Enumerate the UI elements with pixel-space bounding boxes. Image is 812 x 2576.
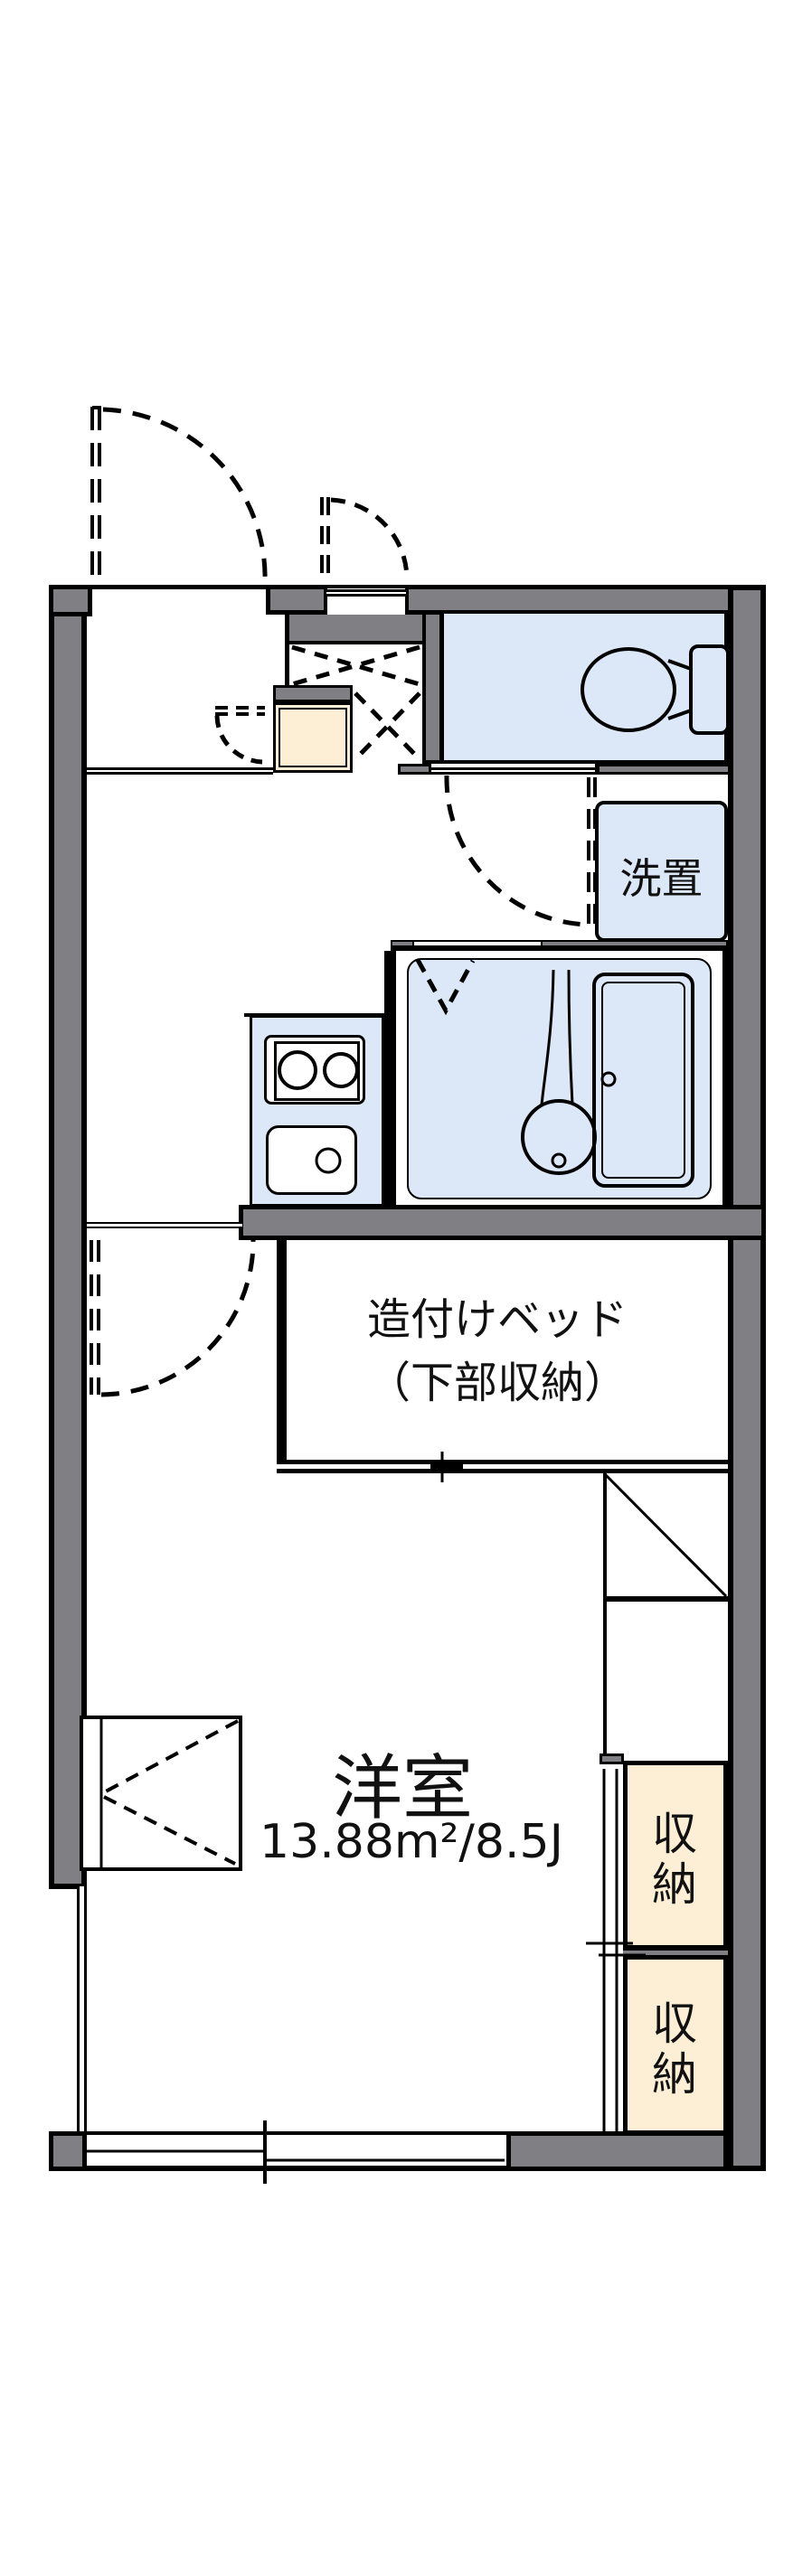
storage-upper	[623, 1761, 728, 1950]
bed-label-line2: （下部収納）	[366, 1358, 628, 1408]
wall-kitchen-bath	[384, 951, 391, 1208]
laundry-space	[595, 801, 728, 942]
wall-storage-stub	[600, 1753, 624, 1764]
refrigerator-space-divider	[603, 1596, 728, 1602]
storage-upper-label: 収納	[645, 1810, 697, 1911]
kitchen-sink	[266, 1125, 357, 1195]
hall-divider-line	[87, 1222, 242, 1228]
entry-recess-door-swing-icon	[320, 497, 410, 579]
wall-entry-chunk	[285, 615, 427, 644]
entry-door-swing-icon	[90, 406, 268, 583]
bottom-window	[87, 2131, 506, 2171]
wall-bottom	[506, 2131, 728, 2171]
wall-toilet-bottom	[595, 764, 728, 775]
refrigerator-diagonal-icon	[604, 1473, 728, 1598]
toilet-room	[440, 610, 728, 764]
wall-washroom-stub	[398, 764, 431, 775]
bed-west-wall	[277, 1236, 287, 1473]
wall-shoebox-top	[273, 685, 353, 702]
toilet-tank	[689, 644, 730, 735]
left-window	[77, 1886, 87, 2136]
built-in-desk	[80, 1716, 242, 1871]
genkan-step-line	[87, 767, 273, 775]
bed-label-line1: 造付けベッド	[366, 1294, 628, 1345]
bathtub-inner-line	[601, 982, 685, 1179]
wall-left	[49, 585, 87, 1889]
bathtub	[592, 973, 694, 1188]
washroom-door-swing-icon	[444, 775, 597, 927]
hall-door-swing-icon	[90, 1239, 256, 1397]
room-name: 洋室	[331, 1748, 473, 1829]
wall-entry-edge	[285, 615, 289, 691]
entry-opening-line	[92, 585, 266, 589]
genkan-door-swing-icon	[214, 706, 265, 765]
entry-door-panel	[326, 589, 406, 597]
stove-inner-rect	[274, 1041, 360, 1101]
storage-lower	[623, 1955, 728, 2135]
wall-mid-band	[239, 1205, 766, 1240]
washroom-threshold	[431, 767, 595, 775]
room-size: 13.88m²/8.5J	[260, 1815, 563, 1869]
laundry-label: 洗置	[619, 854, 703, 903]
shoe-cabinet	[273, 702, 353, 773]
storage-lower-label: 収納	[645, 1999, 697, 2101]
bed-bottom-wall	[277, 1460, 728, 1473]
refrigerator-space-edge	[603, 1473, 607, 1755]
shoe-cabinet-inner-line	[279, 708, 347, 767]
wall-left-corner	[49, 2131, 87, 2171]
wall-right	[728, 585, 766, 2171]
stove	[264, 1035, 365, 1105]
wall-top-left	[49, 585, 92, 616]
